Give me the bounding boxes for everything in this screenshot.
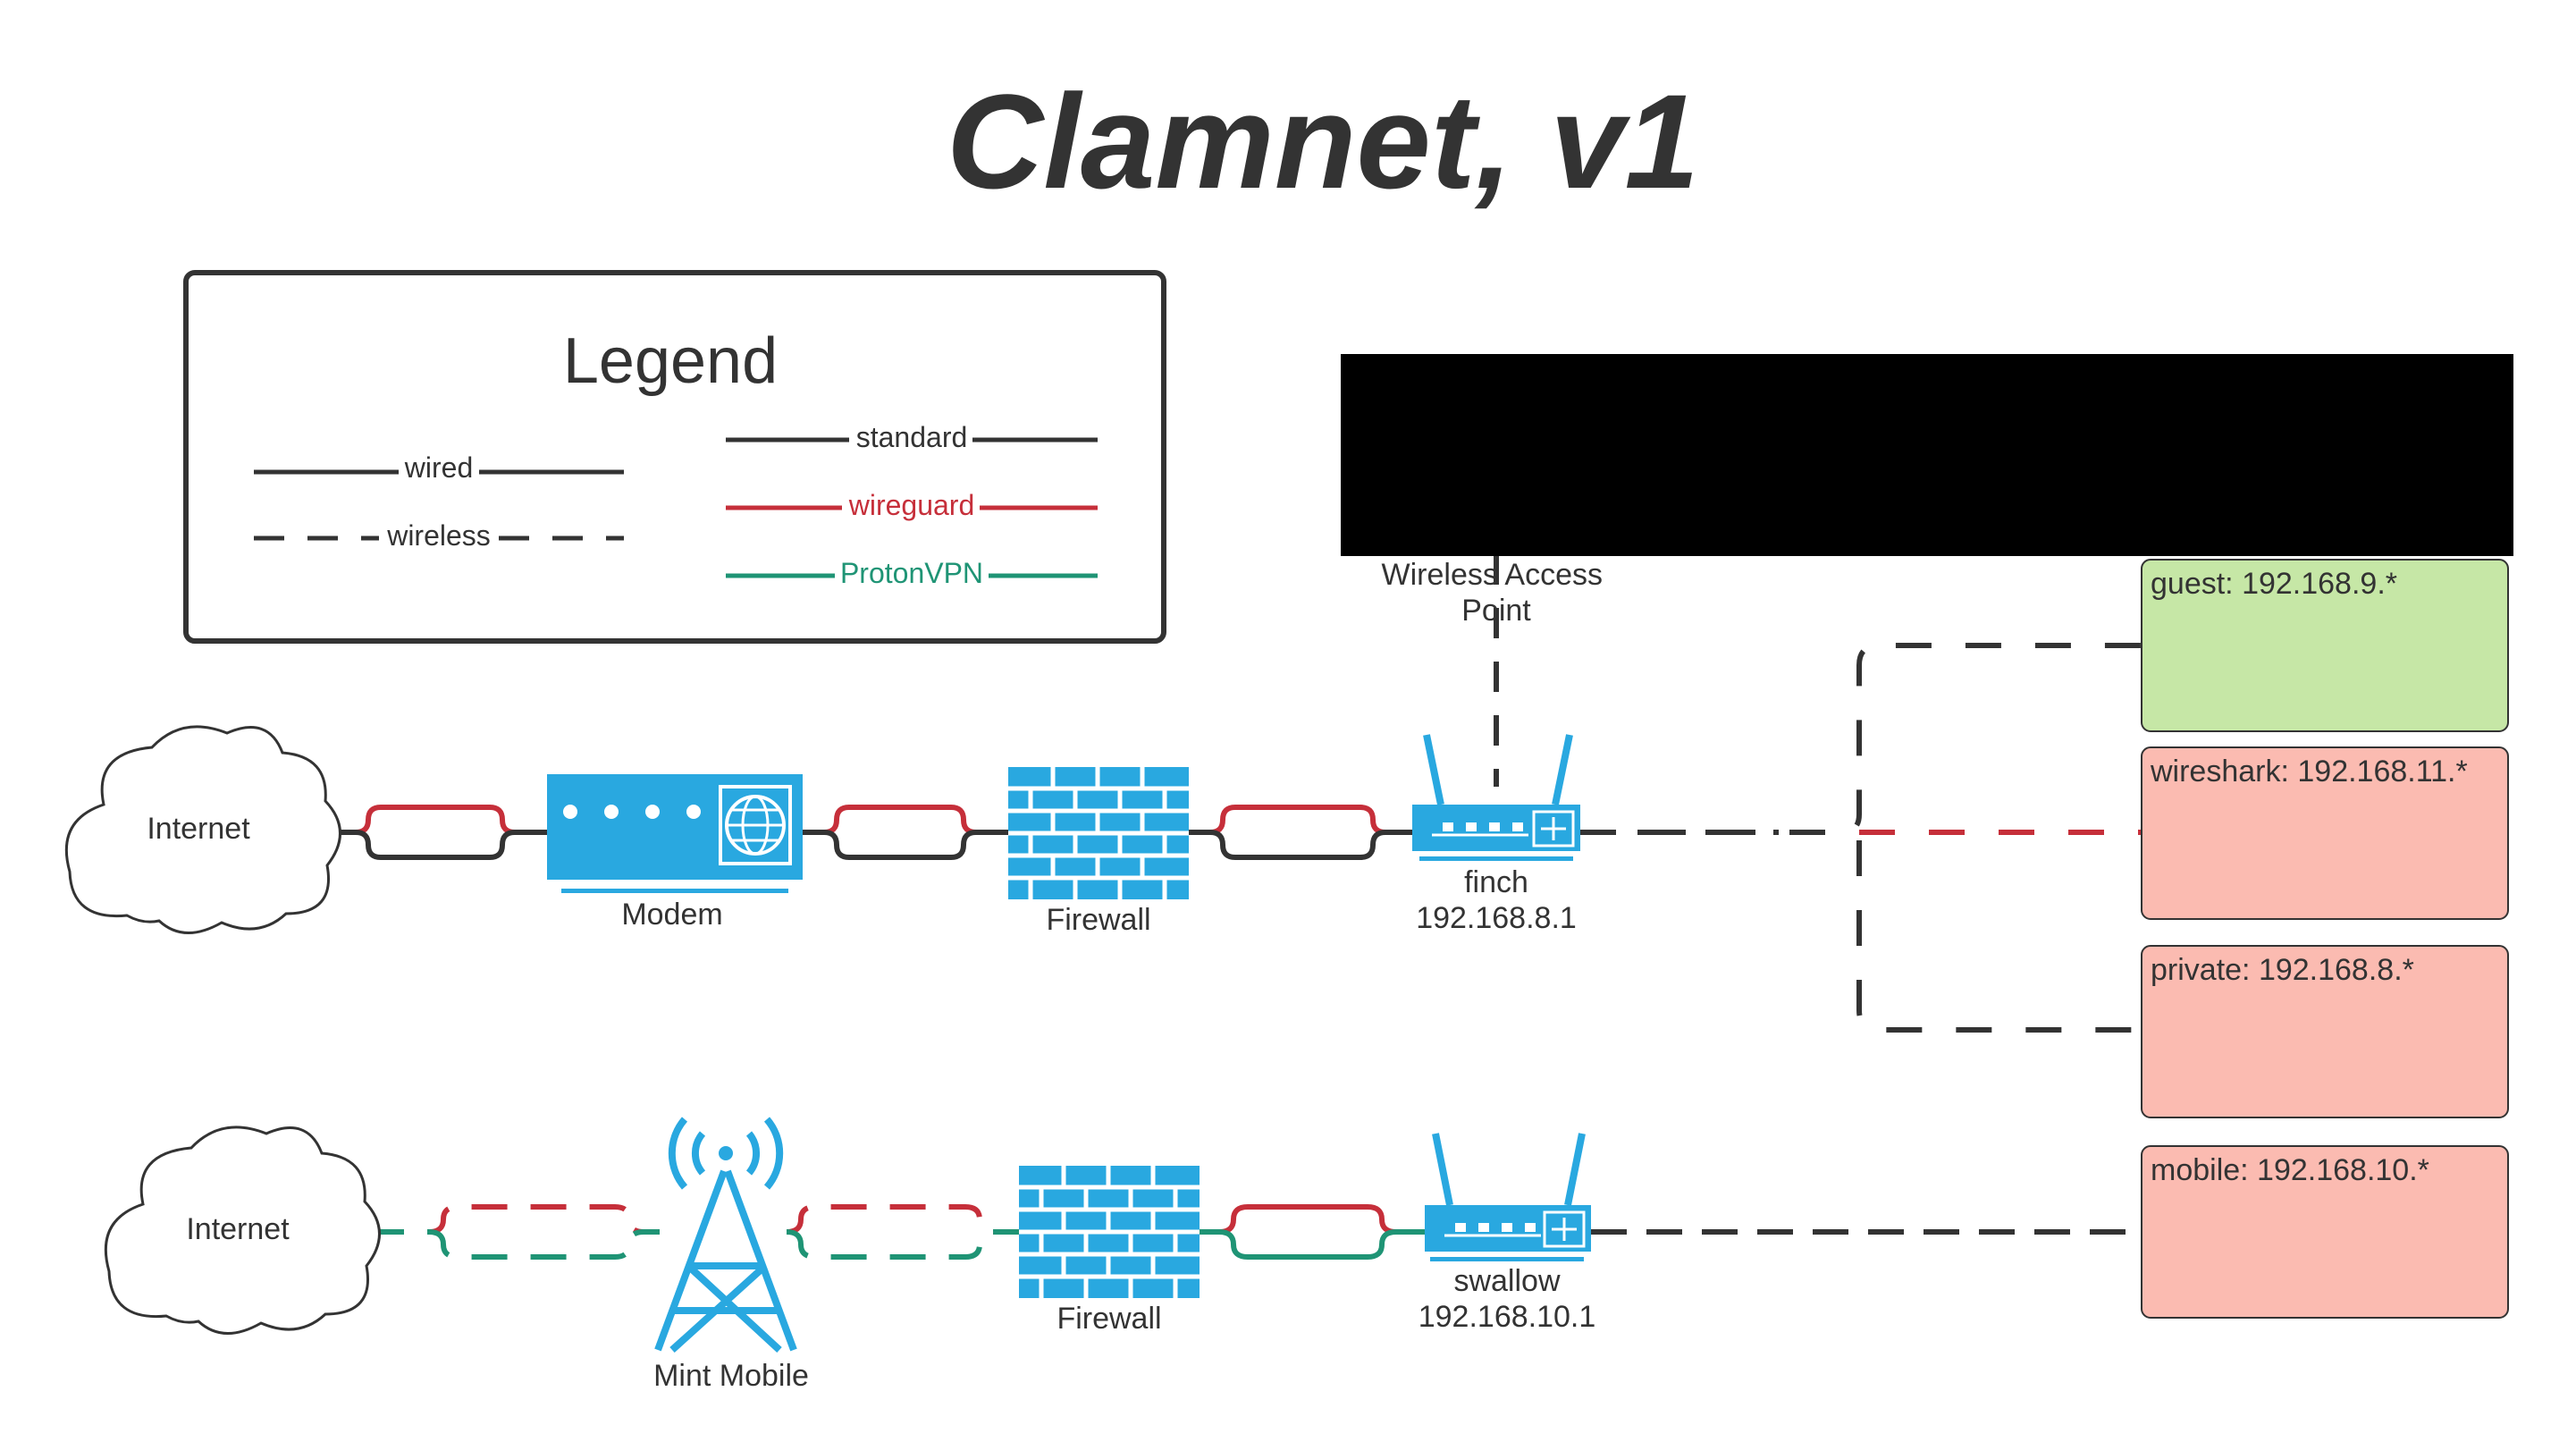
link-firewall-swallow-wireguard [1200,1204,1425,1235]
legend-protonvpn-label: ProtonVPN [840,557,983,589]
finch-ip-label: 192.168.8.1 [1416,901,1577,935]
top-internet-label: Internet [147,812,250,846]
router-icon [1425,1133,1591,1261]
network-box-private: private: 192.168.8.* [2141,945,2509,1118]
network-box-label: private: 192.168.8.* [2151,953,2414,987]
link-tower-firewall-protonvpn [786,1229,1019,1260]
modem-icon [547,774,803,893]
legend-standard-label: standard [856,421,968,453]
wap-label-text: Wireless Access [1382,558,1604,592]
legend-wired-label: wired [404,451,473,484]
wap-label-text-line2: Point [1461,594,1531,628]
modem-label: Modem [621,898,722,932]
swallow-ip-label: 192.168.10.1 [1418,1300,1596,1334]
legend: Legend wired wireless standard wireguard… [183,270,1166,644]
link-internet-tower-wireguard [368,1204,660,1235]
network-box-label: guest: 192.168.9.* [2151,567,2397,601]
legend-title: Legend [563,325,778,397]
link-tower-firewall-wireguard [786,1204,1019,1235]
cell-tower-icon [654,1117,797,1353]
redaction-block [1341,354,2513,556]
finch-name-label: finch [1464,865,1528,899]
link-firewall-swallow-protonvpn [1200,1229,1425,1260]
wap-label: Wireless Access Point [1382,558,1612,628]
router-icon [1412,734,1580,861]
firewall-swallow-links [1200,1204,1425,1260]
link-internet-tower-protonvpn [368,1229,660,1260]
network-box-label: wireshark: 192.168.11.* [2150,755,2468,788]
tower-label: Mint Mobile [653,1359,809,1393]
finch-network-links [1580,643,2142,1033]
top-chain-links [331,805,1412,860]
cloud-icon [104,1126,381,1335]
link-firewall-finch-standard [1189,830,1412,860]
link-internet-modem-standard [331,830,547,860]
bottom-internet-label: Internet [186,1212,290,1246]
firewall-icon [1008,767,1189,899]
link-modem-firewall-standard [803,830,1008,860]
legend-wireless-label: wireless [386,519,491,552]
network-box-guest: guest: 192.168.9.* [2141,559,2509,732]
link-finch-private [1856,840,2142,1033]
network-box-label: mobile: 192.168.10.* [2151,1153,2429,1187]
bottom-chain-links [368,1204,1019,1260]
link-internet-modem-wireguard [331,805,547,835]
firewall-icon [1019,1166,1200,1298]
cloud-icon [64,725,341,934]
network-box-mobile: mobile: 192.168.10.* [2141,1145,2509,1319]
diagram-title: Clamnet, v1 [947,66,1699,216]
link-finch-guest [1580,643,2142,835]
legend-box [183,270,1166,644]
legend-wireguard-label: wireguard [848,489,975,521]
swallow-name-label: swallow [1453,1264,1560,1298]
network-box-wireshark: wireshark: 192.168.11.* [2141,746,2509,920]
link-modem-firewall-wireguard [803,805,1008,835]
link-firewall-finch-wireguard [1189,805,1412,835]
bottom-firewall-label: Firewall [1056,1302,1161,1336]
top-firewall-label: Firewall [1046,903,1150,937]
